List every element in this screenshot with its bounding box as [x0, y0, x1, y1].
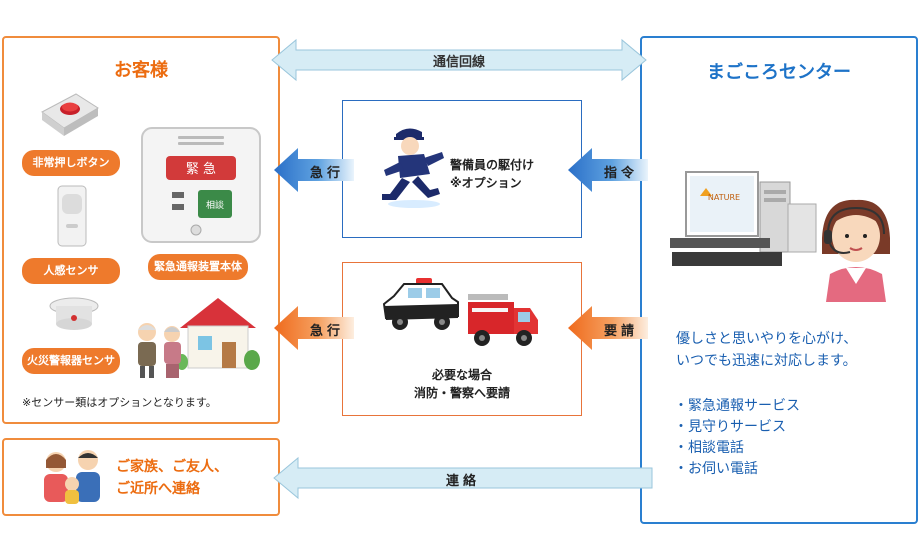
motion-sensor-label: 人感センサ: [22, 258, 120, 284]
service-list: ・緊急通報サービス ・見守りサービス ・相談電話 ・お伺い電話: [674, 396, 904, 480]
running-guard-icon: [382, 128, 444, 208]
house-icon: [176, 298, 260, 370]
family-text-line-2: ご近所へ連絡: [116, 481, 200, 497]
emergency-services-text-line-1: 必要な場合: [431, 368, 492, 382]
family-icon: [44, 450, 100, 504]
police-car-icon: [382, 278, 459, 330]
service-item: ・見守りサービス: [674, 419, 786, 435]
fire-truck-icon: [468, 294, 538, 346]
customer-title: お客様: [114, 60, 168, 81]
rush-top-label: 急行: [309, 166, 344, 181]
emergency-services-text-line-2: 消防・警察へ要請: [413, 386, 510, 400]
command-arrow: [568, 148, 648, 192]
emergency-button-label: 非常押しボタン: [22, 150, 120, 176]
family-text: ご家族、ご友人、 ご近所へ連絡: [116, 456, 276, 500]
command-label: 指令: [603, 166, 638, 181]
fire-alarm-icon: [49, 297, 99, 330]
center-description: 優しさと思いやりを心がけ、 いつでも迅速に対応します。: [676, 328, 906, 372]
sensor-note: ※センサー類はオプションとなります。: [22, 396, 217, 409]
contact-arrow: [273, 456, 653, 500]
emergency-button-icon: [41, 93, 99, 136]
motion-sensor-icon: [57, 185, 87, 247]
request-label: 要請: [603, 324, 638, 339]
service-item: ・相談電話: [674, 440, 744, 456]
guard-box: [342, 100, 582, 238]
computer-icon: NATURE: [670, 171, 817, 266]
monitor-brand-text: NATURE: [708, 193, 740, 202]
elderly-couple-icon: [138, 323, 181, 378]
main-unit-icon: 緊 急 相談: [141, 127, 261, 243]
guard-text-line-2: ※オプション: [450, 176, 522, 190]
operator-icon: [822, 199, 890, 302]
rush-bottom-arrow: [274, 306, 354, 350]
family-text-line-1: ご家族、ご友人、: [116, 459, 228, 475]
svg-text:相談: 相談: [206, 199, 224, 211]
center-description-line-1: 優しさと思いやりを心がけ、: [676, 331, 858, 347]
contact-label: 連絡: [445, 474, 480, 489]
emergency-services-box: [342, 262, 582, 416]
request-arrow: [568, 306, 648, 350]
fire-alarm-label: 火災警報器センサ: [22, 348, 120, 374]
guard-text: 警備員の駆付け ※オプション: [450, 156, 560, 192]
rush-top-arrow: [274, 148, 354, 192]
emergency-services-text: 必要な場合 消防・警察へ要請: [342, 366, 582, 402]
service-item: ・お伺い電話: [674, 461, 758, 477]
service-item: ・緊急通報サービス: [674, 398, 800, 414]
communication-line-arrow: [271, 38, 647, 82]
main-unit-label: 緊急通報装置本体: [148, 254, 248, 280]
center-description-line-2: いつでも迅速に対応します。: [676, 353, 857, 369]
svg-text:緊 急: 緊 急: [186, 162, 216, 177]
rush-bottom-label: 急行: [309, 324, 344, 339]
communication-line-label: 通信回線: [432, 55, 485, 70]
center-title: まごころセンター: [707, 62, 851, 83]
guard-text-line-1: 警備員の駆付け: [450, 158, 535, 172]
